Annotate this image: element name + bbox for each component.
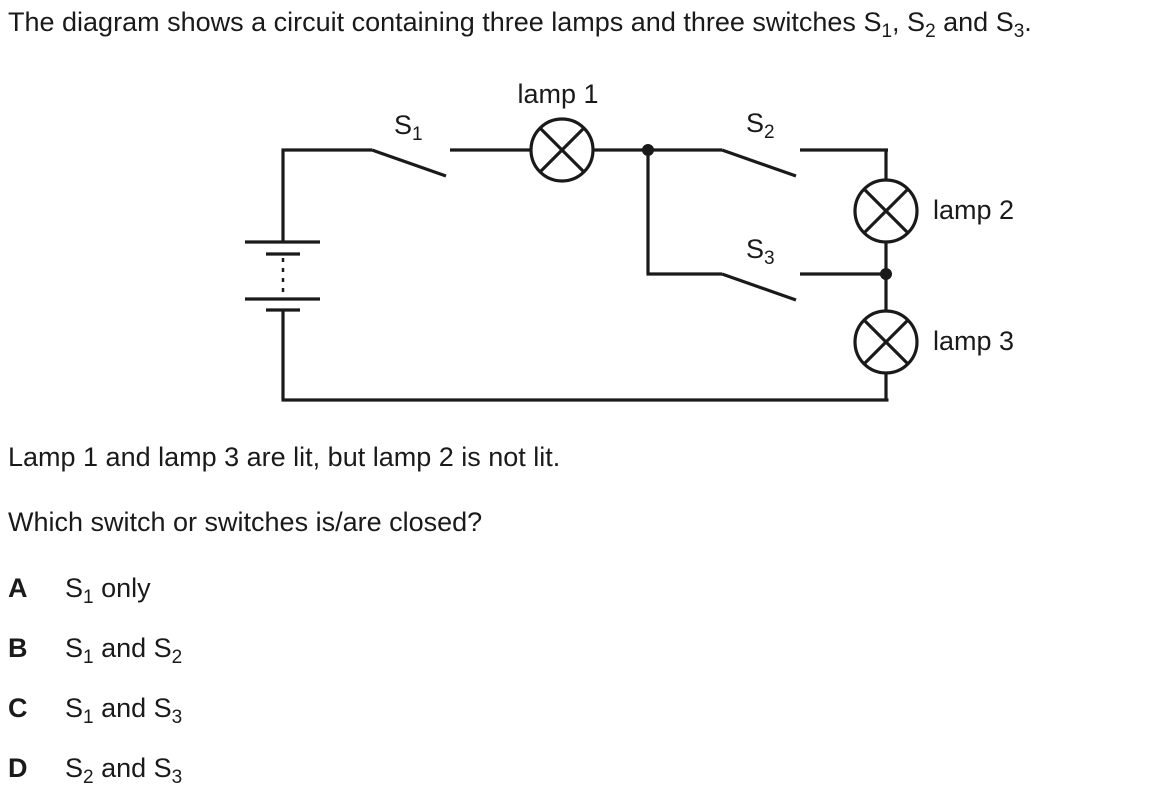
option-letter: A xyxy=(8,573,28,603)
lamp-3-symbol xyxy=(853,309,919,375)
option-letter: D xyxy=(8,753,28,783)
lamp-2-symbol xyxy=(853,178,919,244)
option-letter: B xyxy=(8,633,28,663)
switch-s3-arm xyxy=(721,272,797,302)
circuit-diagram: lamp 1 lamp 2 lamp 3 S1 S2 S3 xyxy=(245,79,1014,402)
lamp-3-label: lamp 3 xyxy=(933,326,1014,356)
lamp-2-label: lamp 2 xyxy=(933,195,1014,225)
switch-s1-arm xyxy=(371,148,447,178)
question-text: Which switch or switches is/are closed? xyxy=(8,507,483,537)
switch-s2-arm xyxy=(721,148,797,178)
switch-s2-label: S2 xyxy=(746,108,775,143)
battery-symbol xyxy=(245,240,320,312)
switch-s1-label: S1 xyxy=(394,110,423,145)
lamp-1-symbol xyxy=(529,117,595,183)
switch-s3-label: S3 xyxy=(746,234,775,269)
option-letter: C xyxy=(8,693,28,723)
statement-text: Lamp 1 and lamp 3 are lit, but lamp 2 is… xyxy=(8,442,561,472)
junction-dot-right xyxy=(880,268,892,280)
intro-text: The diagram shows a circuit containing t… xyxy=(8,7,1032,42)
lamp-1-label: lamp 1 xyxy=(517,79,598,109)
junction-dot-top xyxy=(642,144,654,156)
